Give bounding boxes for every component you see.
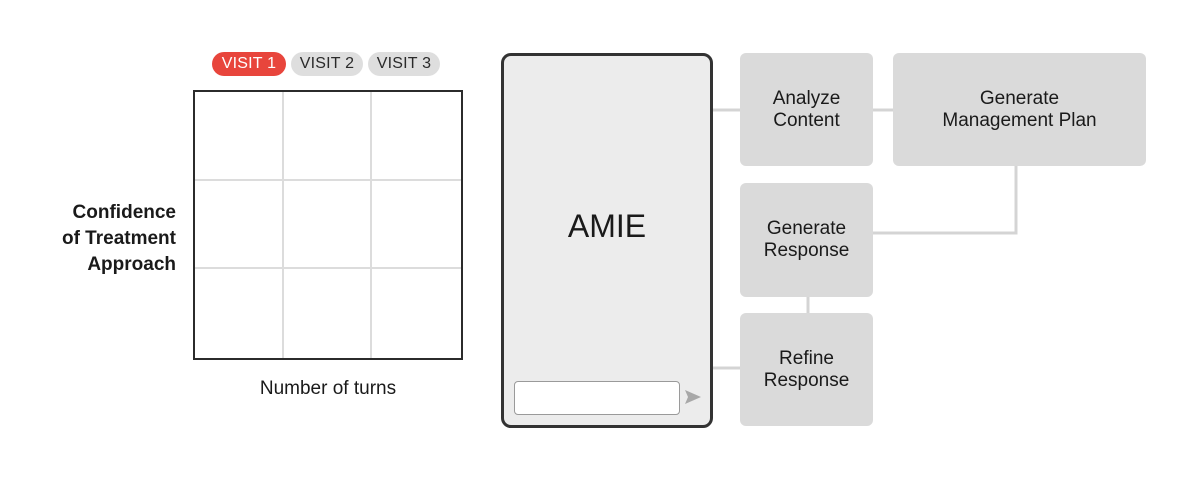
grid-cell: [283, 92, 373, 181]
grid-cell: [195, 269, 284, 358]
x-axis-label: Number of turns: [259, 378, 397, 399]
chat-input[interactable]: [514, 381, 680, 415]
confidence-grid: [193, 90, 463, 360]
grid-cell: [372, 269, 461, 358]
grid-cell: [372, 92, 461, 181]
grid-cell: [195, 92, 284, 181]
amie-title: AMIE: [567, 208, 647, 244]
visit-2-pill[interactable]: VISIT 2: [291, 52, 363, 76]
visit-3-pill[interactable]: VISIT 3: [368, 52, 440, 76]
y-axis-label: Confidence of Treatment Approach: [61, 202, 176, 275]
amie-panel: AMIE: [501, 53, 713, 428]
send-arrow-icon[interactable]: [684, 389, 702, 405]
visit-1-pill[interactable]: VISIT 1: [212, 52, 286, 76]
grid-cell: [195, 180, 284, 270]
grid-cell: [283, 180, 373, 270]
grid-cell: [284, 269, 373, 358]
grid-cell: [372, 181, 461, 270]
